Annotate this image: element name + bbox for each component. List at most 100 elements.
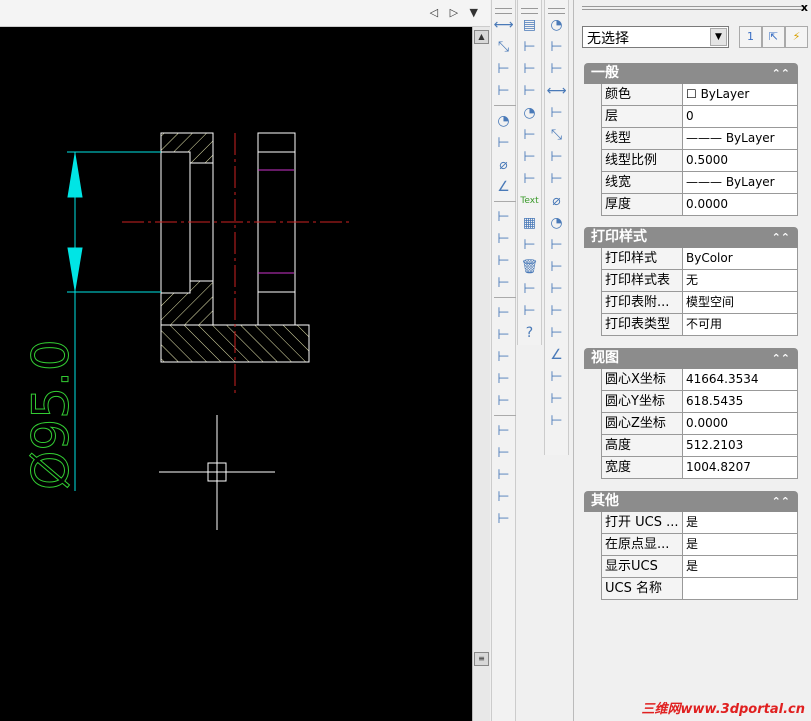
dim-override-icon[interactable]: ⊢ bbox=[497, 511, 510, 527]
property-row[interactable]: UCS 名称 bbox=[601, 578, 798, 600]
weld-icon[interactable]: ⊢ bbox=[550, 171, 563, 187]
dim-break-icon[interactable]: ⊢ bbox=[497, 305, 510, 321]
toolbar-grip[interactable] bbox=[495, 8, 512, 14]
property-value[interactable]: ByColor bbox=[686, 251, 733, 265]
inspection-icon[interactable]: ⊢ bbox=[497, 371, 510, 387]
ordinate2-icon[interactable]: ⊢ bbox=[550, 259, 563, 275]
property-value[interactable]: 是 bbox=[686, 537, 699, 551]
radius-dim-icon[interactable]: ◔ bbox=[497, 113, 510, 129]
radius2-icon[interactable]: ◔ bbox=[550, 215, 563, 231]
toolbar-grip[interactable] bbox=[521, 8, 538, 14]
property-value[interactable]: ——— ByLayer bbox=[686, 175, 775, 189]
aligned-dim-icon[interactable]: ⤡ bbox=[497, 39, 510, 55]
property-row[interactable]: 打印表类型不可用 bbox=[601, 314, 798, 336]
selection-dropdown[interactable]: 无选择▼ bbox=[582, 26, 729, 48]
quick-dim-icon[interactable]: ⊢ bbox=[497, 209, 510, 225]
table-icon[interactable]: ▦ bbox=[522, 215, 537, 231]
collapse-chevron-icon[interactable]: ⌃⌃ bbox=[771, 67, 790, 80]
collapse-chevron-icon[interactable]: ⌃⌃ bbox=[771, 495, 790, 508]
property-row[interactable]: 线宽——— ByLayer bbox=[601, 172, 798, 194]
datum-icon[interactable]: ⊢ bbox=[550, 149, 563, 165]
collapse-chevron-icon[interactable]: ⌃⌃ bbox=[771, 231, 790, 244]
leader-icon[interactable]: ⊢ bbox=[523, 61, 536, 77]
section-header[interactable]: 打印样式⌃⌃ bbox=[584, 227, 798, 248]
scroll-thumb[interactable]: ≡ bbox=[474, 652, 489, 666]
property-row[interactable]: 颜色☐ ByLayer bbox=[601, 84, 798, 106]
vertical-scrollbar[interactable]: ▲ ≡ bbox=[472, 27, 490, 721]
bom-icon[interactable]: ⊢ bbox=[523, 303, 536, 319]
delete-icon[interactable]: 🗑 bbox=[520, 259, 539, 275]
angular-icon[interactable]: ∠ bbox=[550, 347, 563, 363]
chamfer-icon[interactable]: ⊢ bbox=[523, 83, 536, 99]
radius-icon[interactable]: ◔ bbox=[550, 17, 563, 33]
property-value[interactable]: 41664.3534 bbox=[686, 372, 759, 386]
property-value[interactable]: 0 bbox=[686, 109, 694, 123]
dim-text-edit-icon[interactable]: ⊢ bbox=[497, 445, 510, 461]
property-value[interactable] bbox=[683, 578, 797, 599]
linear-icon[interactable]: ⟷ bbox=[546, 83, 567, 99]
leader-icon[interactable]: ⊢ bbox=[550, 369, 563, 385]
property-value[interactable]: 1004.8207 bbox=[686, 460, 751, 474]
parts-list-icon[interactable]: ⊢ bbox=[523, 281, 536, 297]
property-row[interactable]: 在原点显...是 bbox=[601, 534, 798, 556]
arc-length-dim-icon[interactable]: ⊢ bbox=[497, 61, 510, 77]
jogged-icon[interactable]: ⊢ bbox=[550, 237, 563, 253]
linear-dim-icon[interactable]: ⟷ bbox=[493, 17, 514, 33]
toolbar-grip[interactable] bbox=[548, 8, 565, 14]
text-icon[interactable]: Text bbox=[520, 196, 539, 206]
layer-icon[interactable]: ▤ bbox=[522, 17, 537, 33]
section-header[interactable]: 视图⌃⌃ bbox=[584, 348, 798, 369]
property-value[interactable]: 是 bbox=[686, 515, 699, 529]
property-value[interactable]: 无 bbox=[686, 273, 699, 287]
palette-grip[interactable] bbox=[582, 6, 804, 10]
center-mark-icon[interactable]: ⊢ bbox=[497, 349, 510, 365]
select-objects-button[interactable]: ⇱ bbox=[762, 26, 785, 48]
diameter-dim-icon[interactable]: ⌀ bbox=[499, 157, 508, 173]
property-value[interactable]: 0.5000 bbox=[686, 153, 728, 167]
dim-style-icon[interactable]: ⊢ bbox=[497, 489, 510, 505]
baseline-dim-icon[interactable]: ⊢ bbox=[497, 231, 510, 247]
section-header[interactable]: 其他⌃⌃ bbox=[584, 491, 798, 512]
tab-navigation[interactable]: ◁ ▷ ▼ bbox=[429, 6, 482, 19]
ordinate-icon[interactable]: ⊢ bbox=[550, 39, 563, 55]
surface-finish-icon[interactable]: ⊢ bbox=[523, 127, 536, 143]
tolerance-icon[interactable]: ⊢ bbox=[497, 327, 510, 343]
property-value[interactable]: 是 bbox=[686, 559, 699, 573]
quick-select-button[interactable]: ⚡ bbox=[785, 26, 808, 48]
coordinate-icon[interactable]: ⊢ bbox=[550, 413, 563, 429]
property-row[interactable]: 打开 UCS ...是 bbox=[601, 512, 798, 534]
diameter-icon[interactable]: ⌀ bbox=[552, 193, 561, 209]
arc-icon[interactable]: ⊢ bbox=[550, 281, 563, 297]
section-header[interactable]: 一般⌃⌃ bbox=[584, 63, 798, 84]
dim-space-icon[interactable]: ⊢ bbox=[497, 275, 510, 291]
radius-icon[interactable]: ◔ bbox=[523, 105, 536, 121]
baseline-icon[interactable]: ⊢ bbox=[550, 61, 563, 77]
help-icon[interactable]: ? bbox=[525, 325, 534, 341]
baseline2-icon[interactable]: ⊢ bbox=[550, 325, 563, 341]
property-value[interactable]: ☐ ByLayer bbox=[686, 87, 750, 101]
dim-update-icon[interactable]: ⊢ bbox=[497, 467, 510, 483]
property-value[interactable]: ——— ByLayer bbox=[686, 131, 775, 145]
jogged-dim-icon[interactable]: ⊢ bbox=[497, 135, 510, 151]
property-value[interactable]: 模型空间 bbox=[686, 295, 735, 309]
angular-dim-icon[interactable]: ∠ bbox=[497, 179, 510, 195]
property-value[interactable]: 0.0000 bbox=[686, 197, 728, 211]
property-value[interactable]: 0.0000 bbox=[686, 416, 728, 430]
center-icon[interactable]: ⊢ bbox=[550, 391, 563, 407]
scroll-up-button[interactable]: ▲ bbox=[474, 30, 489, 44]
property-row[interactable]: 打印样式表无 bbox=[601, 270, 798, 292]
property-value[interactable]: 618.5435 bbox=[686, 394, 744, 408]
property-row[interactable]: 线型——— ByLayer bbox=[601, 128, 798, 150]
ordinate-dim-icon[interactable]: ⊢ bbox=[497, 83, 510, 99]
continue-dim-icon[interactable]: ⊢ bbox=[497, 253, 510, 269]
